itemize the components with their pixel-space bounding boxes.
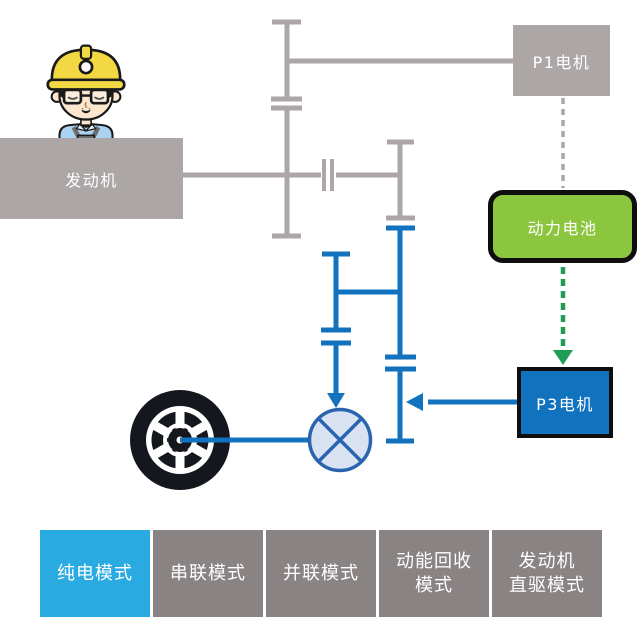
avatar-mouth: [81, 109, 91, 114]
active-power-path: [321, 225, 517, 444]
hard-hat-brim: [46, 78, 126, 91]
p3-motor-box: P3电机: [517, 367, 613, 438]
p3-motor-label: P3电机: [536, 394, 594, 414]
tab-series-mode[interactable]: 串联模式: [153, 530, 263, 617]
avatar-eye: [67, 96, 78, 100]
p1-motor-box: P1电机: [513, 25, 610, 96]
tab-label: 并联模式: [283, 562, 359, 584]
battery-box: 动力电池: [488, 190, 637, 263]
tab-parallel-mode[interactable]: 并联模式: [266, 530, 376, 617]
hard-hat-lamp: [78, 59, 94, 75]
avatar-eye: [94, 96, 105, 100]
avatar-face-dot: [88, 107, 91, 110]
mode-tab-bar: 纯电模式 串联模式 并联模式 动能回收 模式 发动机 直驱模式: [40, 530, 602, 617]
avatar-collar: [84, 123, 97, 132]
gray-gear-train: [183, 19, 513, 239]
tab-engine-direct-mode[interactable]: 发动机 直驱模式: [492, 530, 602, 617]
differential-icon: [307, 407, 373, 473]
avatar-face-dot: [81, 107, 84, 110]
avatar-nose: [84, 101, 88, 108]
avatar-collar: [75, 123, 88, 132]
engineer-avatar-icon: [46, 44, 126, 143]
engine-box: 发动机: [0, 138, 183, 219]
tab-label: 动能回收 模式: [396, 551, 472, 596]
p1-motor-label: P1电机: [532, 52, 591, 72]
hard-hat-ridge: [79, 44, 93, 60]
tab-label: 发动机 直驱模式: [509, 551, 585, 596]
glasses-lens: [62, 88, 83, 105]
battery-label: 动力电池: [527, 218, 598, 238]
tab-pure-ev-mode[interactable]: 纯电模式: [40, 530, 150, 617]
arrowhead-down-green-icon: [553, 350, 573, 365]
glasses-lens: [89, 88, 110, 105]
tab-regen-mode[interactable]: 动能回收 模式: [379, 530, 489, 617]
arrowhead-left-icon: [406, 393, 423, 411]
engine-label: 发动机: [65, 170, 118, 190]
tab-label: 纯电模式: [57, 562, 133, 584]
arrowhead-down-icon: [327, 393, 345, 408]
tab-label: 串联模式: [170, 562, 246, 584]
